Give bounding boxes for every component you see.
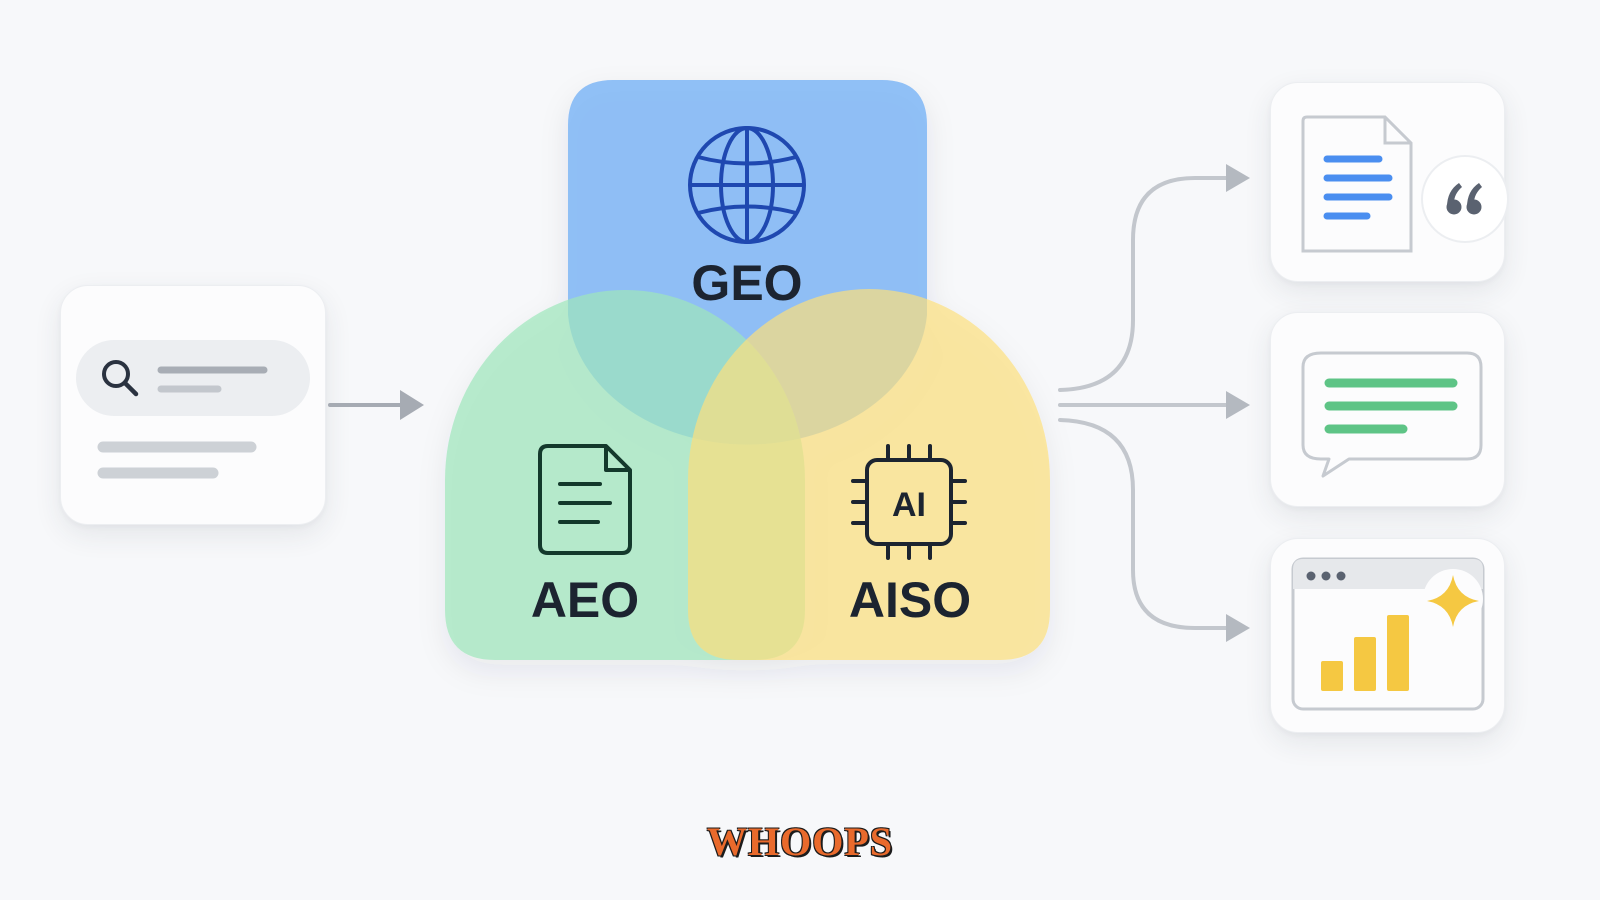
quote-badge (1421, 155, 1509, 243)
search-icon (102, 360, 139, 397)
aeo-label: AEO (531, 572, 639, 628)
globe-icon (688, 126, 806, 244)
window-dots-icon (1306, 571, 1346, 581)
aiso-label: AISO (849, 572, 971, 628)
document-icon (538, 444, 632, 555)
chat-bubble-icon (1301, 351, 1483, 478)
output-card-document (1270, 82, 1509, 282)
bar-chart-icon (1291, 557, 1485, 711)
output-card-analytics (1270, 538, 1505, 733)
whoops-logo: WHOOPS (706, 819, 894, 864)
ai-chip-text: AI (892, 486, 926, 524)
search-input-card (60, 285, 326, 525)
sparkle-icon (1427, 575, 1479, 627)
quote-icon (1446, 183, 1482, 215)
output-card-chat (1270, 312, 1505, 507)
document-quote-icon (1301, 115, 1509, 253)
geo-label: GEO (691, 255, 802, 311)
ai-chip-icon (851, 444, 967, 560)
search-bar (76, 340, 310, 416)
search-illustration (76, 340, 310, 479)
